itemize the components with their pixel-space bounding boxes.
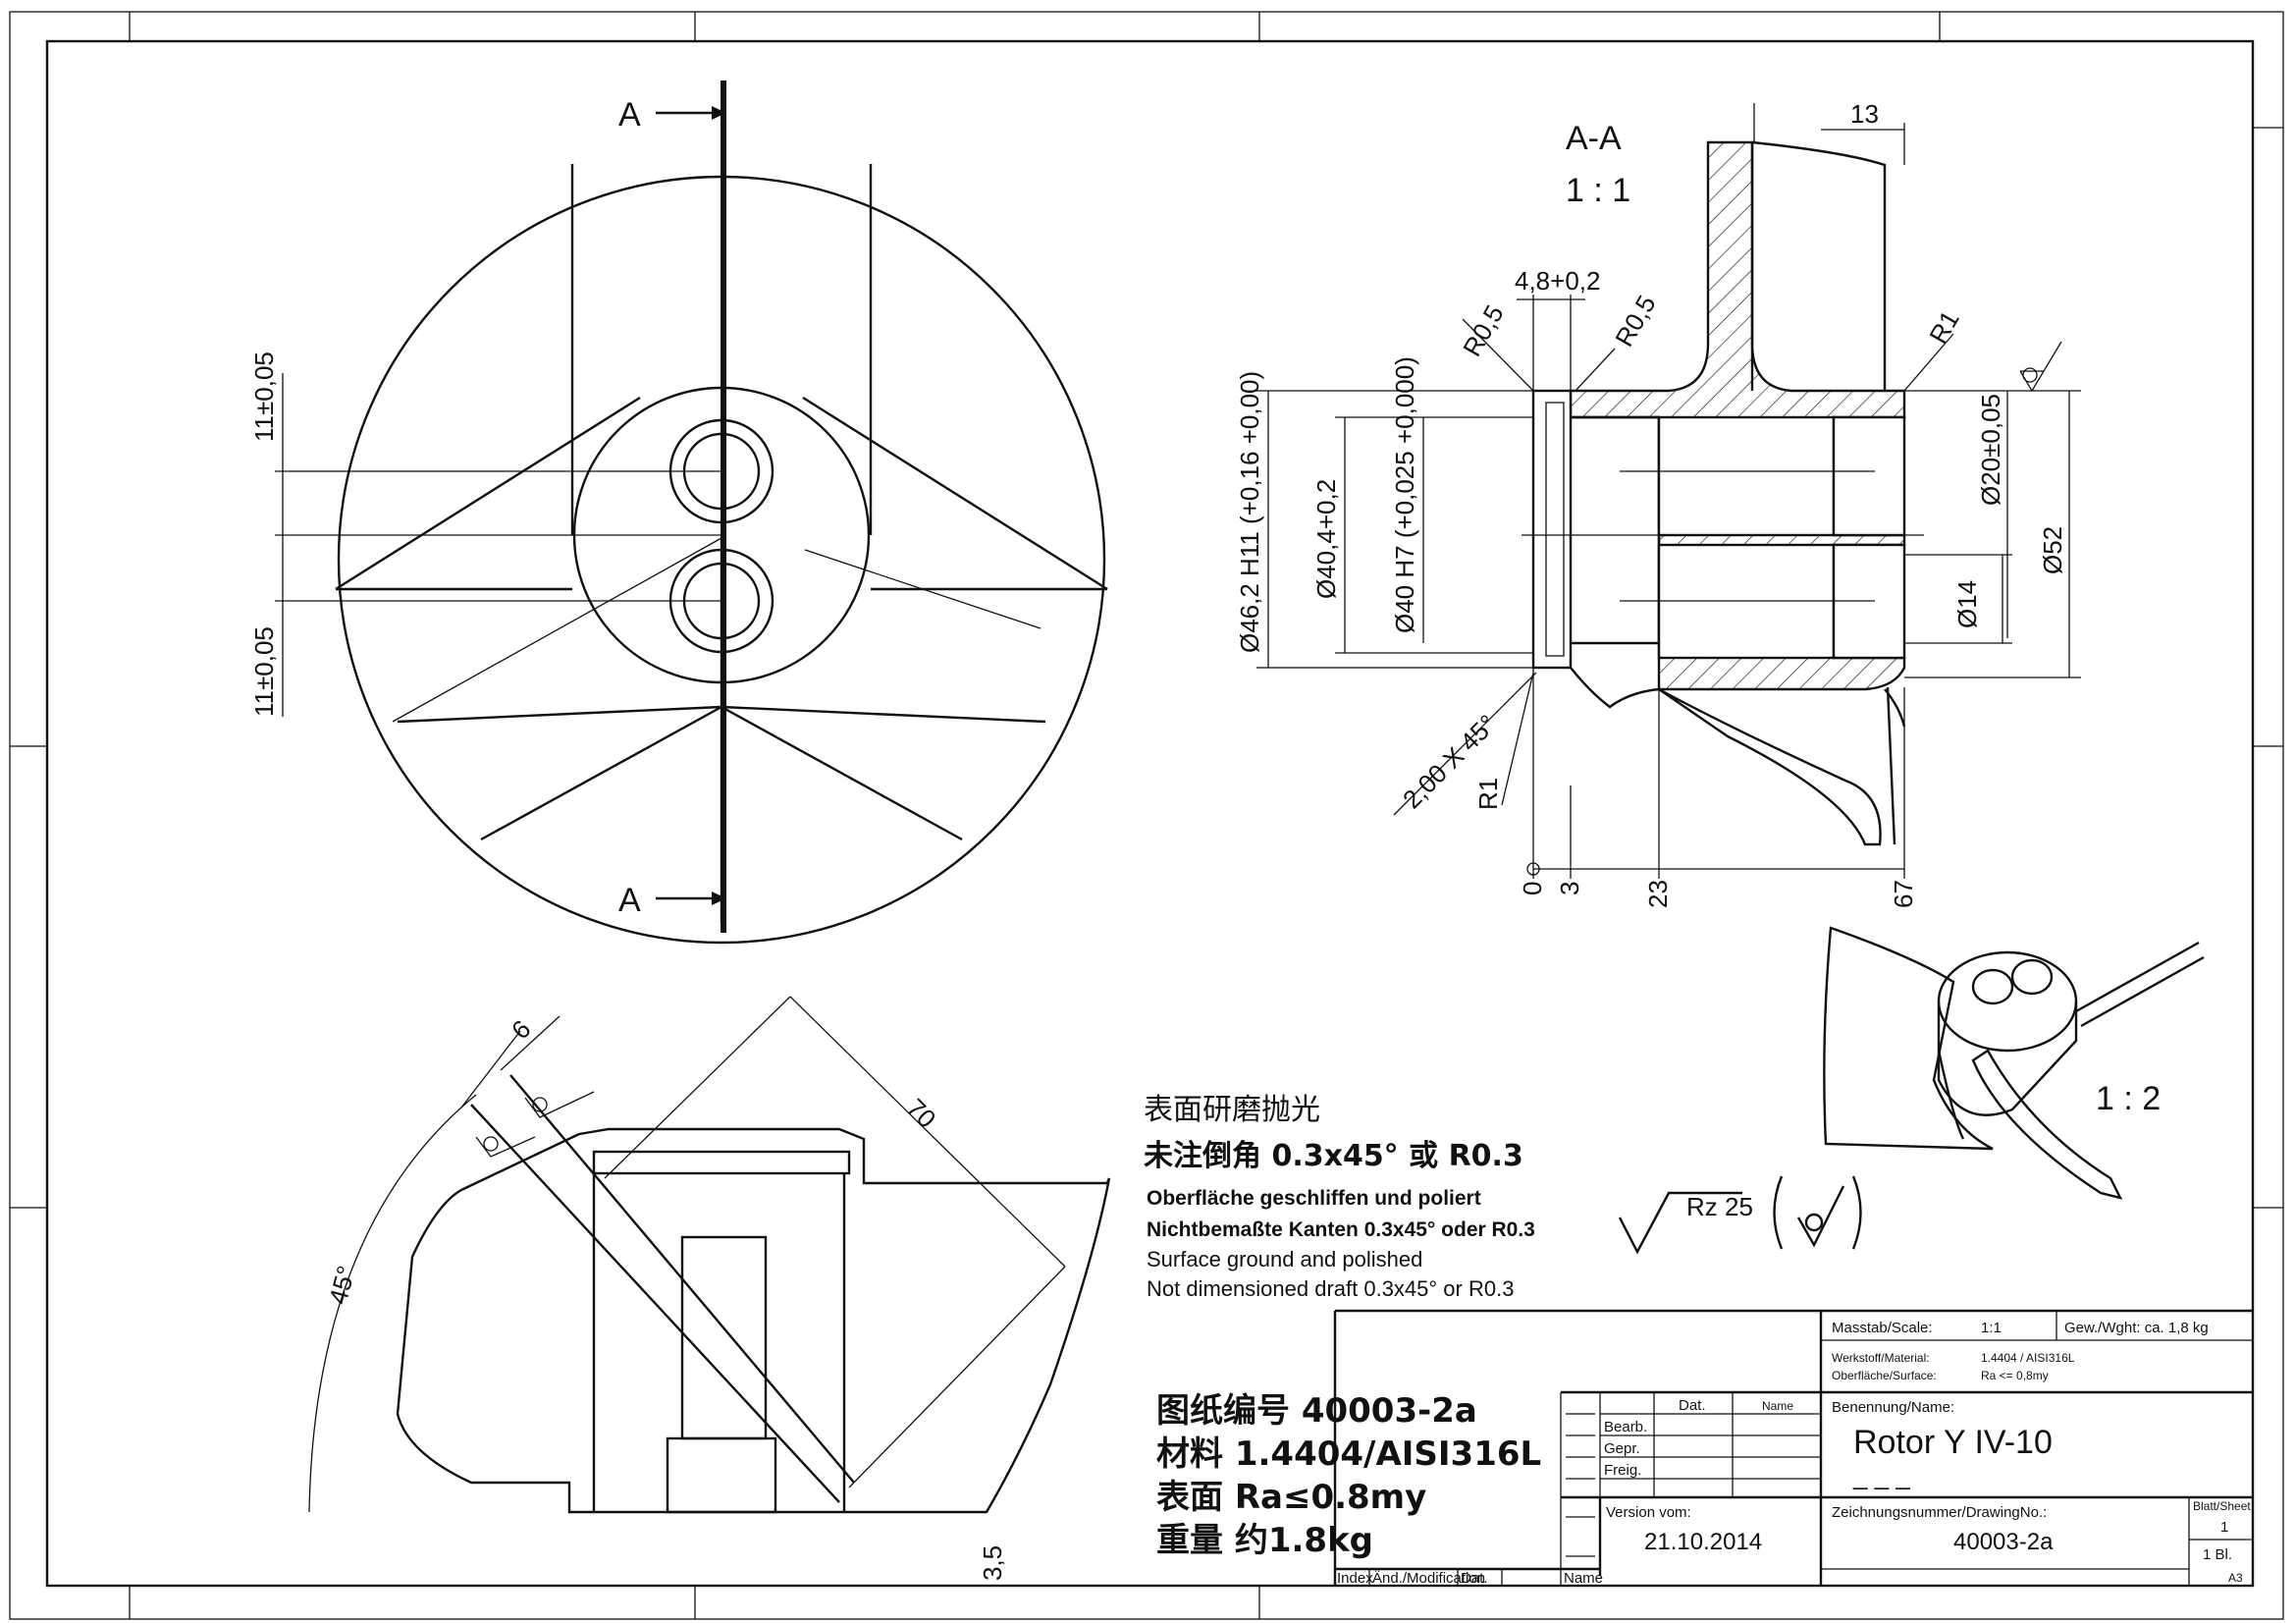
dim-d20: Ø20±0,05	[1976, 394, 2005, 506]
tb-version-value: 21.10.2014	[1644, 1529, 1762, 1555]
tb-name-col: Name	[1762, 1399, 1793, 1413]
dim-r1-top: R1	[1923, 305, 1965, 349]
section-marker-bottom: A	[618, 882, 641, 919]
tb-sheet-value: 1	[2220, 1519, 2228, 1536]
tb-version-label: Version vom:	[1606, 1504, 1691, 1521]
front-dim-lower: 11±0,05	[249, 626, 279, 717]
tb-row-bearb: Bearb.	[1604, 1419, 1647, 1435]
tb-scale-value: 1:1	[1981, 1320, 2002, 1336]
tb-mod-date: Dat.	[1461, 1570, 1488, 1587]
note-en-2: Not dimensioned draft 0.3x45° or R0.3	[1147, 1276, 1514, 1301]
dim-r05-right: R0,5	[1609, 290, 1661, 352]
general-notes: 表面研磨抛光 未注倒角 0.3x45° 或 R0.3 Oberfläche ge…	[1144, 1093, 1535, 1301]
tb-scale-label: Masstab/Scale:	[1832, 1320, 1933, 1336]
dim-side-35: 3,5	[978, 1545, 1007, 1581]
tb-material-value: 1.4404 / AISI316L	[1981, 1351, 2075, 1365]
spec-drawing-no: 图纸编号 40003-2a	[1156, 1391, 1477, 1431]
tb-name-sub: _ _ _	[1852, 1461, 1910, 1490]
note-de-2: Nichtbemaßte Kanten 0.3x45° oder R0.3	[1147, 1218, 1535, 1241]
dim-side-45: 45°	[323, 1263, 361, 1308]
sheet-frame	[9, 11, 2284, 1620]
tb-weight: Gew./Wght: ca. 1,8 kg	[2064, 1320, 2209, 1336]
section-view-a-a: A-A 1 : 1 13 4,8+0,2 R0,5 R0,5 R1	[1235, 99, 2081, 908]
section-marker-top: A	[618, 96, 641, 134]
dim-r1-bottom: R1	[1473, 778, 1503, 810]
dim-d52: Ø52	[2038, 526, 2067, 574]
tb-drawing-no-value: 40003-2a	[1953, 1529, 2054, 1555]
dim-13: 13	[1850, 99, 1879, 129]
dim-d14: Ø14	[1952, 580, 1982, 628]
tb-sheets-total: 1 Bl.	[2203, 1546, 2232, 1563]
dim-groove-width: 4,8+0,2	[1515, 266, 1600, 296]
spec-surface: 表面 Ra≤0.8my	[1156, 1478, 1426, 1517]
note-en-1: Surface ground and polished	[1147, 1247, 1422, 1271]
dim-r05-left: R0,5	[1457, 299, 1509, 361]
note-de-1: Oberfläche geschliffen und poliert	[1147, 1187, 1481, 1210]
tb-sheet-label: Blatt/Sheet	[2193, 1499, 2251, 1513]
section-title: A-A	[1566, 120, 1622, 157]
dim-d462: Ø46,2 H11 (+0,16 +0,00)	[1235, 371, 1264, 653]
tb-name-value: Rotor Y IV-10	[1853, 1424, 2053, 1461]
isometric-view: 1 : 2	[1823, 926, 2205, 1200]
tb-date-col: Dat.	[1679, 1397, 1706, 1414]
dim-d40: Ø40 H7 (+0,025 +0,000)	[1390, 356, 1419, 633]
tb-name-label: Benennung/Name:	[1832, 1399, 1954, 1416]
tb-mod-change: Änd./Modification	[1372, 1570, 1485, 1587]
spec-weight: 重量 约1.8kg	[1156, 1521, 1373, 1560]
tb-row-freig: Freig.	[1604, 1462, 1641, 1479]
tb-surface-value: Ra <= 0,8my	[1981, 1369, 2049, 1382]
roughness-value: Rz 25	[1686, 1192, 1753, 1221]
section-scale: 1 : 1	[1566, 172, 1630, 209]
front-view: 11±0,05 11±0,05 A A	[249, 81, 1108, 945]
tb-row-gepr: Gepr.	[1604, 1440, 1640, 1457]
dim-side-6: 6	[506, 1014, 536, 1045]
note-zh-1: 表面研磨抛光	[1144, 1093, 1320, 1127]
tb-drawing-no-label: Zeichnungsnummer/DrawingNo.:	[1832, 1504, 2047, 1521]
dim-x67: 67	[1889, 880, 1918, 908]
front-dim-upper: 11±0,05	[249, 352, 279, 442]
iso-scale: 1 : 2	[2096, 1080, 2161, 1117]
tb-mod-index: Index	[1337, 1570, 1373, 1587]
dim-x3: 3	[1555, 882, 1584, 895]
dim-x0: 0	[1518, 882, 1547, 895]
dim-d404: Ø40,4+0,2	[1311, 479, 1341, 599]
tb-format: A3	[2228, 1571, 2243, 1585]
tb-material-label: Werkstoff/Material:	[1832, 1351, 1930, 1365]
part-spec: 图纸编号 40003-2a 材料 1.4404/AISI316L 表面 Ra≤0…	[1156, 1391, 1541, 1560]
spec-material: 材料 1.4404/AISI316L	[1156, 1434, 1541, 1474]
surface-roughness-symbol: Rz 25	[1618, 1175, 1862, 1255]
tb-mod-name: Name	[1564, 1570, 1603, 1587]
dim-x23: 23	[1643, 880, 1673, 908]
side-view: 70 6 45° 3,5	[308, 996, 1111, 1581]
tb-surface-label: Oberfläche/Surface:	[1832, 1369, 1937, 1382]
title-block: Masstab/Scale: 1:1 Gew./Wght: ca. 1,8 kg…	[1333, 1309, 2253, 1587]
note-zh-2: 未注倒角 0.3x45° 或 R0.3	[1144, 1139, 1523, 1173]
dim-side-70: 70	[901, 1093, 942, 1134]
